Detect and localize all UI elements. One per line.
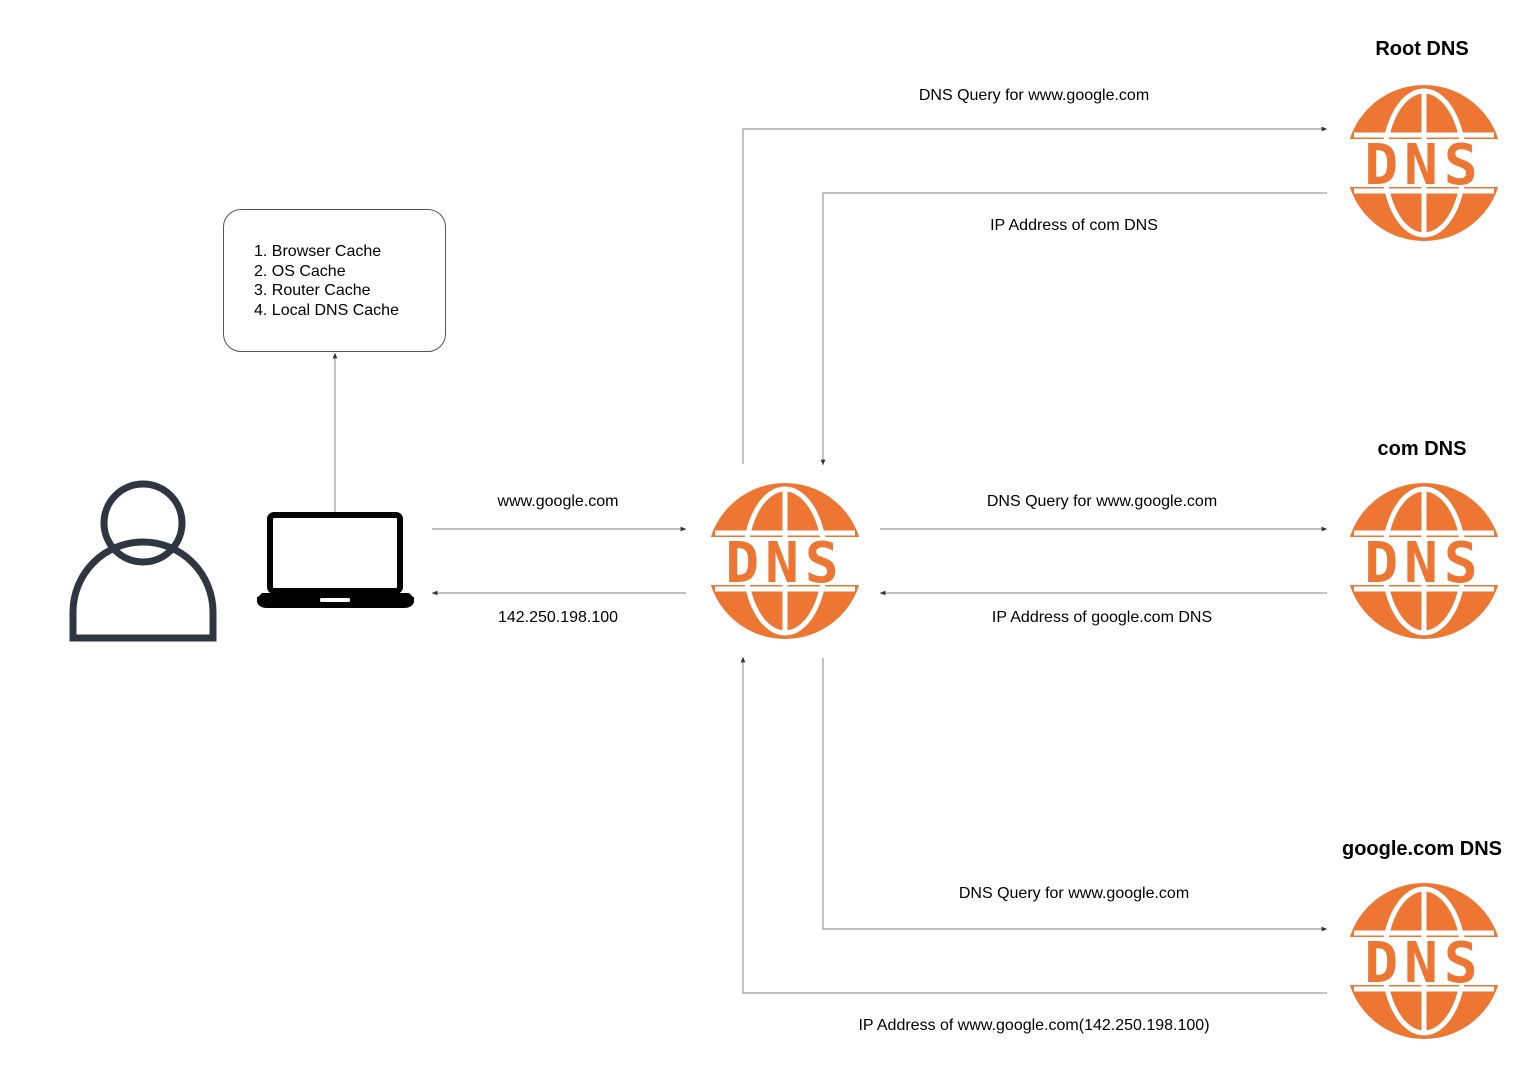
edge-root-query <box>742 126 1327 464</box>
cache-box <box>223 209 446 352</box>
edge-label-google-response: IP Address of www.google.com(142.250.198… <box>858 1017 1210 1034</box>
com-dns-title: com DNS <box>1377 438 1467 460</box>
google-dns-title: google.com DNS <box>1341 838 1503 860</box>
cache-item-os: 2. OS Cache <box>254 262 346 280</box>
dns-icon-text: DNS <box>725 531 844 596</box>
laptop-icon <box>257 512 414 608</box>
edge-label-google-query: DNS Query for www.google.com <box>958 885 1190 902</box>
google-dns-icon: DNS <box>1344 883 1504 1039</box>
dns-icon-text: DNS <box>1364 931 1483 996</box>
com-dns-icon: DNS <box>1344 483 1504 639</box>
cache-item-router: 3. Router Cache <box>254 282 371 299</box>
dns-globe-icon: DNS <box>705 483 865 639</box>
edge-label-root-query: DNS Query for www.google.com <box>918 87 1150 104</box>
edge-label-root-response: IP Address of com DNS <box>990 217 1158 234</box>
local-dns-resolver-icon: DNS <box>705 483 865 639</box>
edge-label-com-query: DNS Query for www.google.com <box>986 493 1218 510</box>
edge-google-query <box>822 658 1327 932</box>
cache-list: 1. Browser Cache 2. OS Cache 3. Router C… <box>254 242 399 320</box>
dns-icon-text: DNS <box>1364 133 1483 198</box>
root-dns-title: Root DNS <box>1375 38 1469 60</box>
edge-label-com-response: IP Address of google.com DNS <box>991 609 1213 626</box>
dns-globe-icon: DNS <box>1344 85 1504 241</box>
edge-label-client-query: www.google.com <box>497 493 619 510</box>
edge-root-response <box>820 192 1327 465</box>
dns-icon-text: DNS <box>1364 531 1483 596</box>
edge-google-response <box>740 657 1327 994</box>
cache-item-browser: 1. Browser Cache <box>254 243 382 260</box>
edge-label-client-response: 142.250.198.100 <box>497 609 619 626</box>
dns-globe-icon: DNS <box>1344 483 1504 639</box>
root-dns-icon: DNS <box>1344 85 1504 241</box>
person-icon <box>69 480 217 642</box>
cache-item-local-dns: 4. Local DNS Cache <box>254 301 399 319</box>
dns-globe-icon: DNS <box>1344 883 1504 1039</box>
